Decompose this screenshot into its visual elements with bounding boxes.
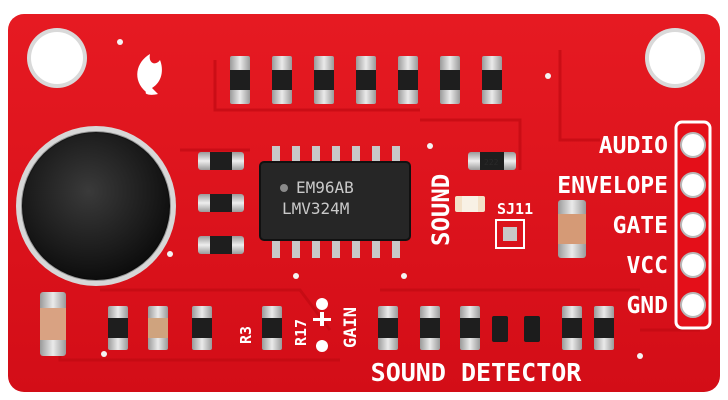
resistor-222: 222 bbox=[468, 152, 516, 170]
pin-label-audio: AUDIO bbox=[599, 133, 668, 159]
sj11-label: SJ11 bbox=[497, 200, 533, 218]
vias bbox=[101, 39, 643, 359]
flame-logo-icon bbox=[137, 54, 162, 95]
electret-microphone bbox=[16, 126, 176, 286]
sound-label: SOUND bbox=[427, 174, 455, 246]
mounting-hole-left bbox=[27, 28, 87, 88]
gain-pads bbox=[313, 298, 331, 352]
left-capacitors bbox=[198, 152, 244, 254]
status-led bbox=[455, 196, 485, 212]
ic-marking-line1: EM96AB bbox=[296, 178, 354, 197]
ref-r17-label: R17 bbox=[292, 319, 310, 346]
pin-label-gnd: GND bbox=[626, 293, 668, 319]
pin-label-gate: GATE bbox=[613, 213, 668, 239]
bottom-large-capacitor bbox=[40, 292, 66, 356]
board-title: SOUND DETECTOR bbox=[371, 358, 583, 387]
sj11-jumper bbox=[495, 219, 525, 249]
ic-marking-line2: LMV324M bbox=[282, 199, 349, 218]
bottom-transistors bbox=[492, 316, 540, 342]
top-resistor-row bbox=[230, 56, 502, 104]
ref-r3-label: R3 bbox=[237, 326, 255, 344]
large-capacitor-right bbox=[558, 200, 586, 258]
lmv324-ic: EM96AB LMV324M bbox=[259, 146, 411, 258]
mounting-hole-right bbox=[645, 28, 705, 88]
gain-label: GAIN bbox=[341, 307, 361, 348]
pin1-dot-icon bbox=[280, 184, 288, 192]
resistor-222-mark: 222 bbox=[484, 158, 499, 167]
bottom-resistor-row bbox=[108, 306, 614, 350]
pin-label-envelope: ENVELOPE bbox=[557, 173, 668, 199]
pin-label-vcc: VCC bbox=[626, 253, 668, 279]
header-pins bbox=[674, 120, 712, 330]
